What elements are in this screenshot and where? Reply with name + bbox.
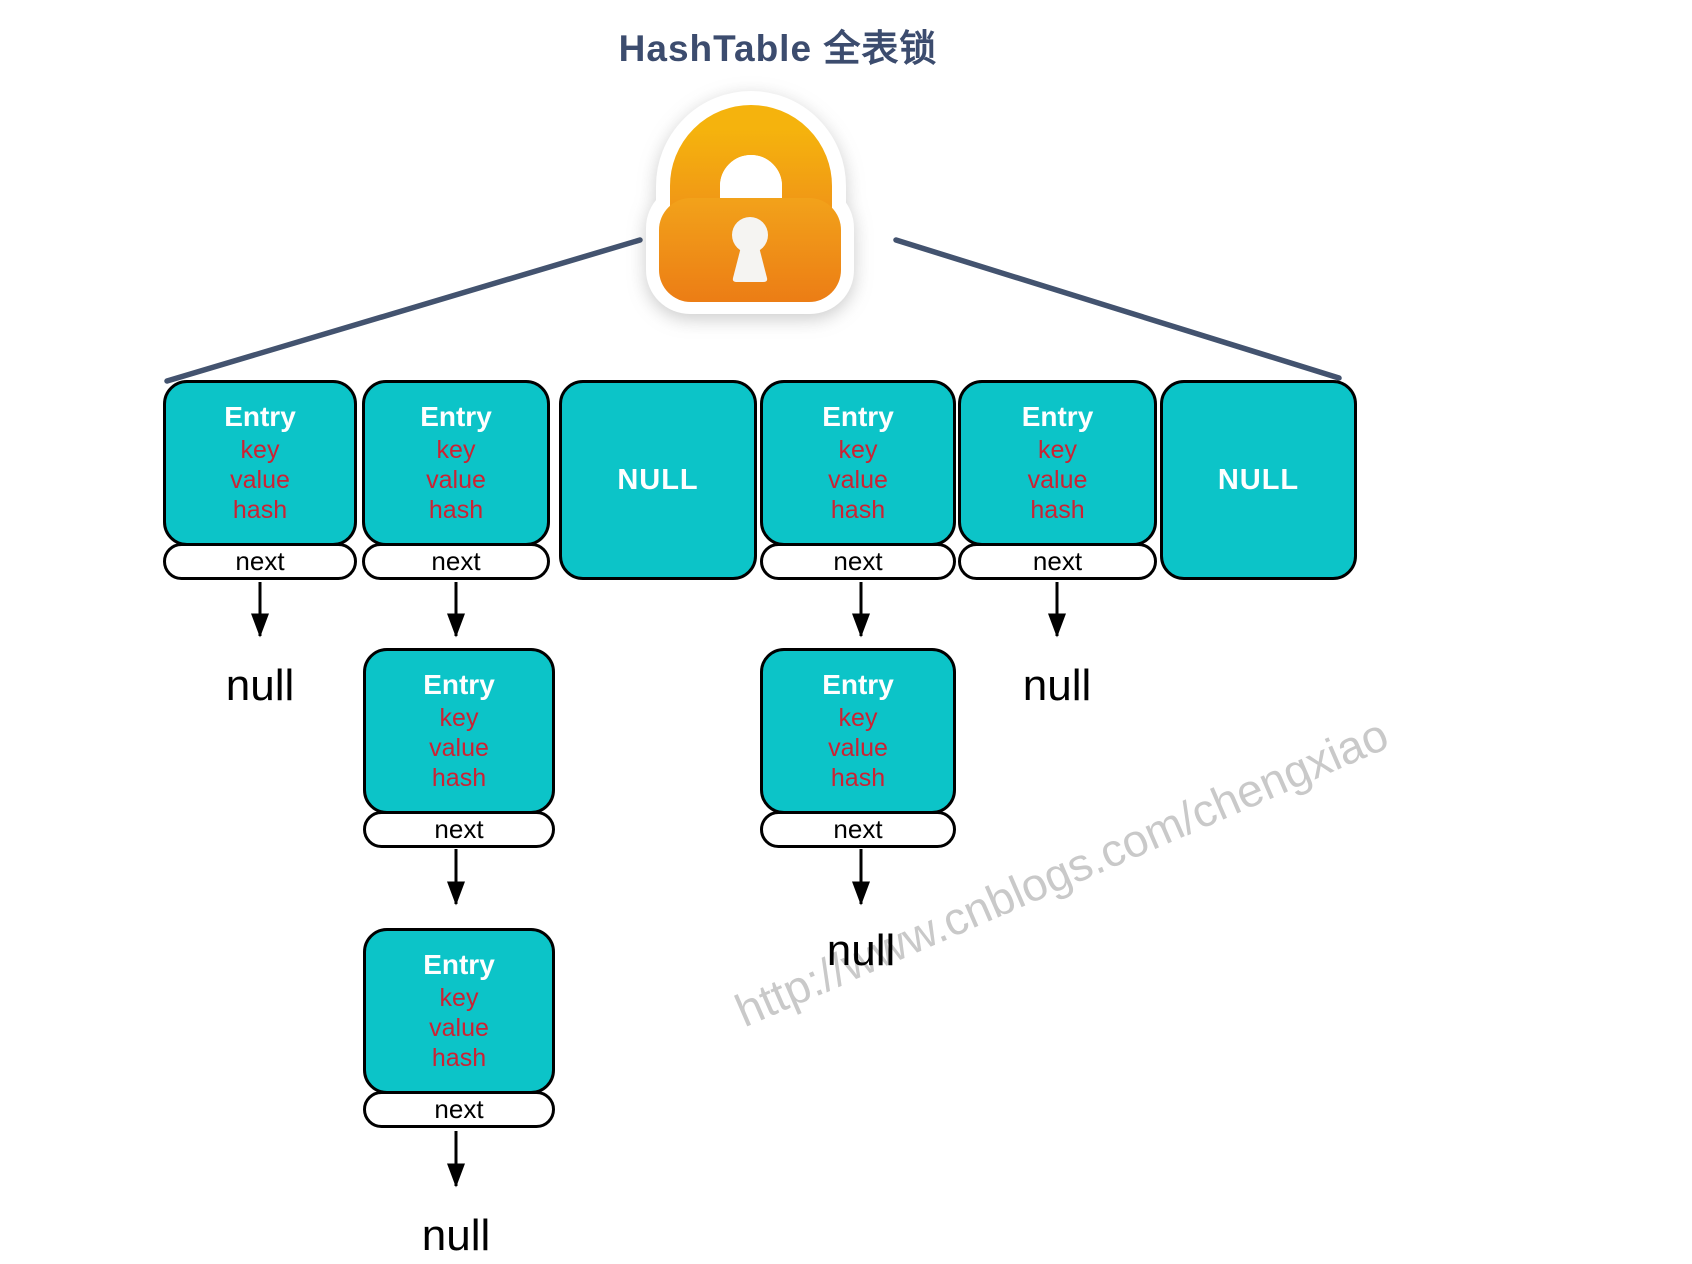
- null-box: NULL: [1160, 380, 1357, 580]
- entry-label: Entry: [822, 669, 894, 700]
- entry-box: Entry key value hash: [958, 380, 1157, 546]
- entry-box: Entry key value hash: [760, 648, 956, 814]
- entry-label: Entry: [224, 401, 296, 432]
- next-pointer: next: [163, 543, 357, 580]
- next-pointer: next: [363, 811, 555, 848]
- bucket-6-null: NULL: [1160, 380, 1357, 580]
- entry-box: Entry key value hash: [363, 648, 555, 814]
- entry-field-key: key: [436, 436, 476, 464]
- bucket-3-null: NULL: [559, 380, 757, 580]
- entry-box: Entry key value hash: [363, 928, 555, 1094]
- entry-field-value: value: [1027, 466, 1088, 494]
- entry-field-value: value: [230, 466, 290, 494]
- lock-keyhole-stem: [732, 243, 768, 282]
- next-pointer: next: [363, 1091, 555, 1128]
- bucket-2-entry: Entry key value hash next: [362, 380, 550, 580]
- null-box: NULL: [559, 380, 757, 580]
- null-label: NULL: [617, 463, 699, 496]
- entry-field-value: value: [429, 1014, 489, 1042]
- next-pointer: next: [760, 811, 956, 848]
- null-terminal-bucket2: null: [421, 1211, 491, 1260]
- entry-field-hash: hash: [431, 1044, 487, 1072]
- entry-label: Entry: [423, 949, 495, 980]
- null-terminal-bucket1: null: [225, 661, 295, 710]
- entry-field-key: key: [240, 436, 280, 464]
- chain-bucket2-entry-2: Entry key value hash next: [363, 928, 555, 1128]
- entry-field-value: value: [828, 734, 888, 762]
- entry-label: Entry: [420, 401, 492, 432]
- next-pointer: next: [958, 543, 1157, 580]
- entry-field-value: value: [426, 466, 486, 494]
- entry-field-key: key: [1038, 436, 1077, 464]
- entry-label: Entry: [423, 669, 495, 700]
- entry-field-hash: hash: [830, 764, 886, 792]
- entry-field-hash: hash: [232, 496, 288, 524]
- entry-field-value: value: [429, 734, 489, 762]
- entry-label: Entry: [1021, 401, 1094, 432]
- bucket-5-entry: Entry key value hash next: [958, 380, 1157, 580]
- bucket-4-entry: Entry key value hash next: [760, 380, 956, 580]
- entry-field-hash: hash: [431, 764, 487, 792]
- entry-field-hash: hash: [1030, 496, 1085, 524]
- entry-field-hash: hash: [830, 496, 886, 524]
- lock-shackle: [670, 105, 832, 214]
- chain-bucket2-entry-1: Entry key value hash next: [363, 648, 555, 848]
- lock-line-right: [893, 237, 1342, 381]
- chain-bucket4-entry-1: Entry key value hash next: [760, 648, 956, 848]
- entry-field-key: key: [838, 704, 878, 732]
- entry-field-key: key: [838, 436, 878, 464]
- entry-field-hash: hash: [428, 496, 484, 524]
- entry-field-value: value: [828, 466, 888, 494]
- lock-line-left: [164, 237, 643, 384]
- lock-keyhole-circle: [732, 217, 768, 253]
- null-terminal-bucket4: null: [826, 926, 896, 975]
- null-terminal-bucket5: null: [1022, 661, 1092, 710]
- bucket-1-entry: Entry key value hash next: [163, 380, 357, 580]
- entry-box: Entry key value hash: [362, 380, 550, 546]
- entry-field-key: key: [439, 704, 479, 732]
- next-pointer: next: [760, 543, 956, 580]
- next-pointer: next: [362, 543, 550, 580]
- entry-box: Entry key value hash: [760, 380, 956, 546]
- entry-box: Entry key value hash: [163, 380, 357, 546]
- diagram-title: HashTable 全表锁: [618, 28, 938, 69]
- padlock-icon: [646, 91, 854, 314]
- entry-field-key: key: [439, 984, 479, 1012]
- null-label: NULL: [1217, 463, 1300, 496]
- entry-label: Entry: [822, 401, 894, 432]
